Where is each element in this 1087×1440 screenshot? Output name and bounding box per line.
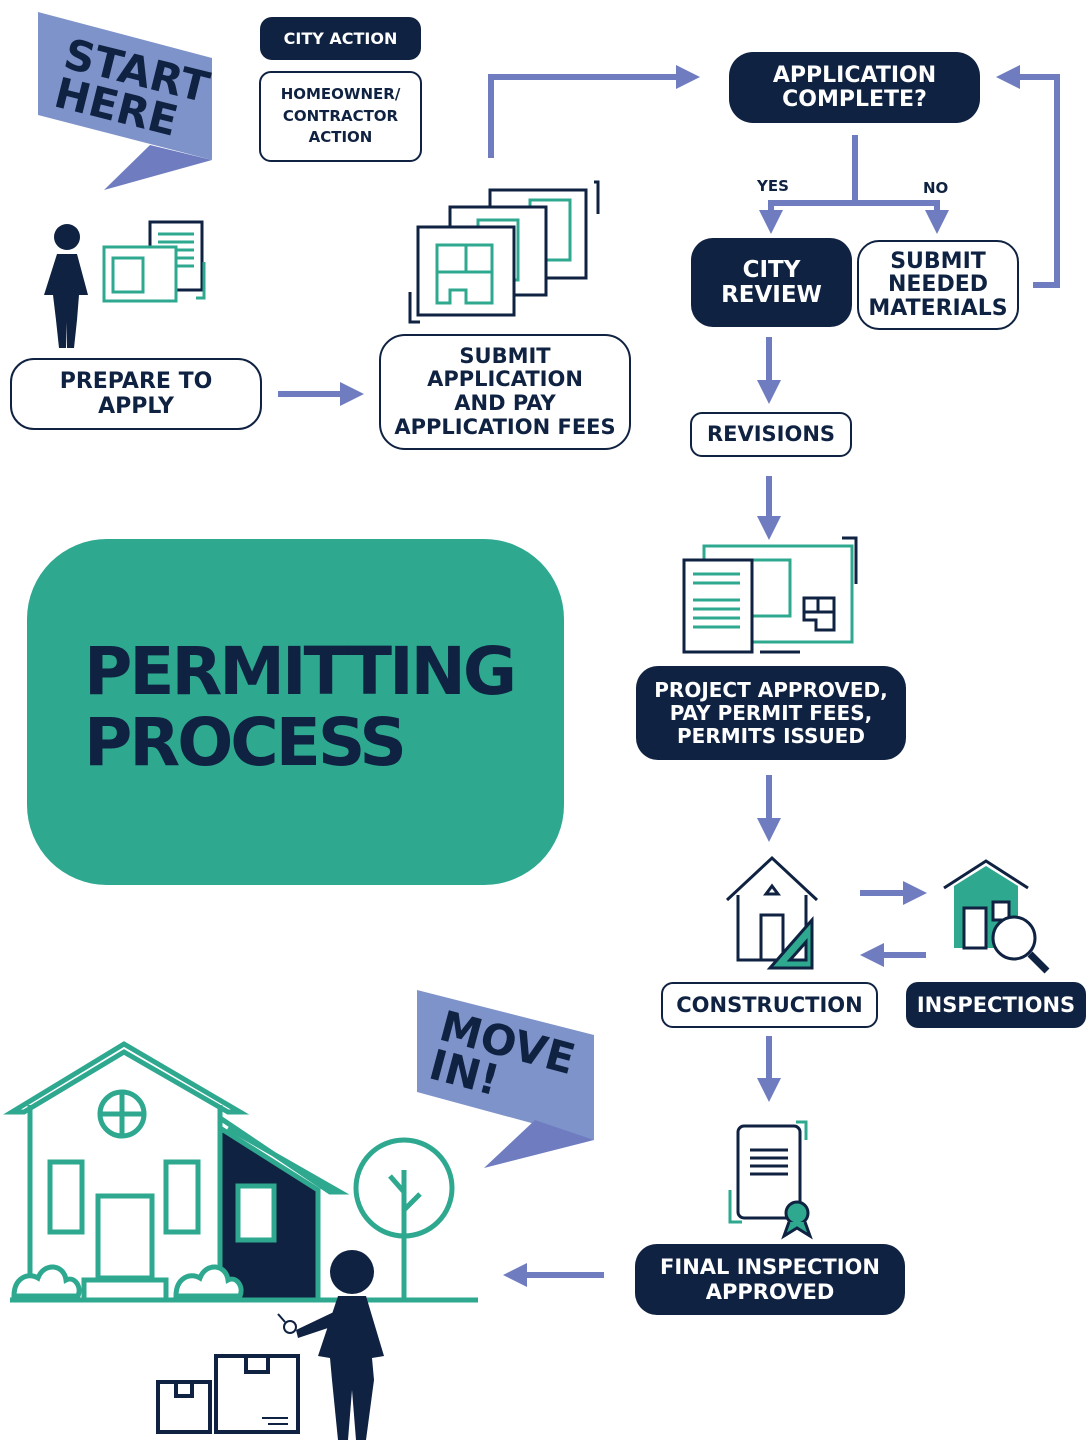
inspection-house-icon [943, 859, 1050, 974]
legend-city-action-label: CITY ACTION [283, 28, 398, 48]
approved-plans-icon [682, 536, 858, 654]
person-icon [44, 224, 88, 348]
step-application-complete: APPLICATION COMPLETE? [729, 52, 980, 123]
step-complete-label: APPLICATION COMPLETE? [772, 63, 937, 112]
step-submit-needed-label: SUBMIT NEEDED MATERIALS [868, 249, 1008, 321]
page-title: PERMITTING PROCESS [84, 633, 517, 782]
step-prepare-to-apply: PREPARE TO APPLY [10, 358, 262, 430]
step-revisions-label: REVISIONS [706, 422, 836, 446]
step-prepare-label: PREPARE TO APPLY [59, 368, 213, 419]
step-inspections: INSPECTIONS [906, 982, 1086, 1028]
step-submit-needed-materials: SUBMIT NEEDED MATERIALS [857, 240, 1019, 330]
step-revisions: REVISIONS [690, 412, 852, 457]
legend-homeowner-action: HOMEOWNER/ CONTRACTOR ACTION [259, 71, 422, 162]
branch-yes-label: YES [757, 177, 789, 195]
arrow-submit-to-complete [488, 65, 700, 158]
step-city-review-label: CITY REVIEW [721, 257, 822, 308]
documents-icon [102, 220, 206, 303]
blueprint-stack-icon [408, 180, 600, 324]
step-final-label: FINAL INSPECTION APPROVED [660, 1255, 880, 1304]
legend-homeowner-action-label: HOMEOWNER/ CONTRACTOR ACTION [280, 84, 401, 147]
arrow-no [855, 200, 949, 234]
moving-boxes-icon [156, 1354, 300, 1434]
step-submit-label: SUBMIT APPLICATION AND PAY APPLICATION F… [394, 343, 616, 439]
legend-city-action: CITY ACTION [260, 17, 421, 60]
title-panel [27, 539, 564, 885]
key-icon [277, 1313, 297, 1334]
certificate-icon [728, 1120, 813, 1240]
step-construction: CONSTRUCTION [661, 982, 878, 1028]
step-inspections-label: INSPECTIONS [916, 992, 1076, 1017]
step-construction-label: CONSTRUCTION [676, 992, 863, 1017]
homeowner-person-icon [296, 1250, 384, 1440]
start-here-banner [38, 12, 212, 190]
step-project-approved: PROJECT APPROVED, PAY PERMIT FEES, PERMI… [636, 666, 906, 760]
branch-no-label: NO [923, 179, 949, 197]
move-in-banner [417, 990, 594, 1168]
construction-house-icon [725, 855, 819, 970]
step-approved-label: PROJECT APPROVED, PAY PERMIT FEES, PERMI… [654, 677, 888, 748]
step-city-review: CITY REVIEW [691, 238, 852, 327]
step-submit-application: SUBMIT APPLICATION AND PAY APPLICATION F… [379, 334, 631, 450]
new-home-illustration [3, 1041, 478, 1303]
step-final-inspection-approved: FINAL INSPECTION APPROVED [635, 1244, 905, 1315]
arrow-needed-loop [996, 65, 1060, 288]
arrow-yes [759, 200, 855, 234]
